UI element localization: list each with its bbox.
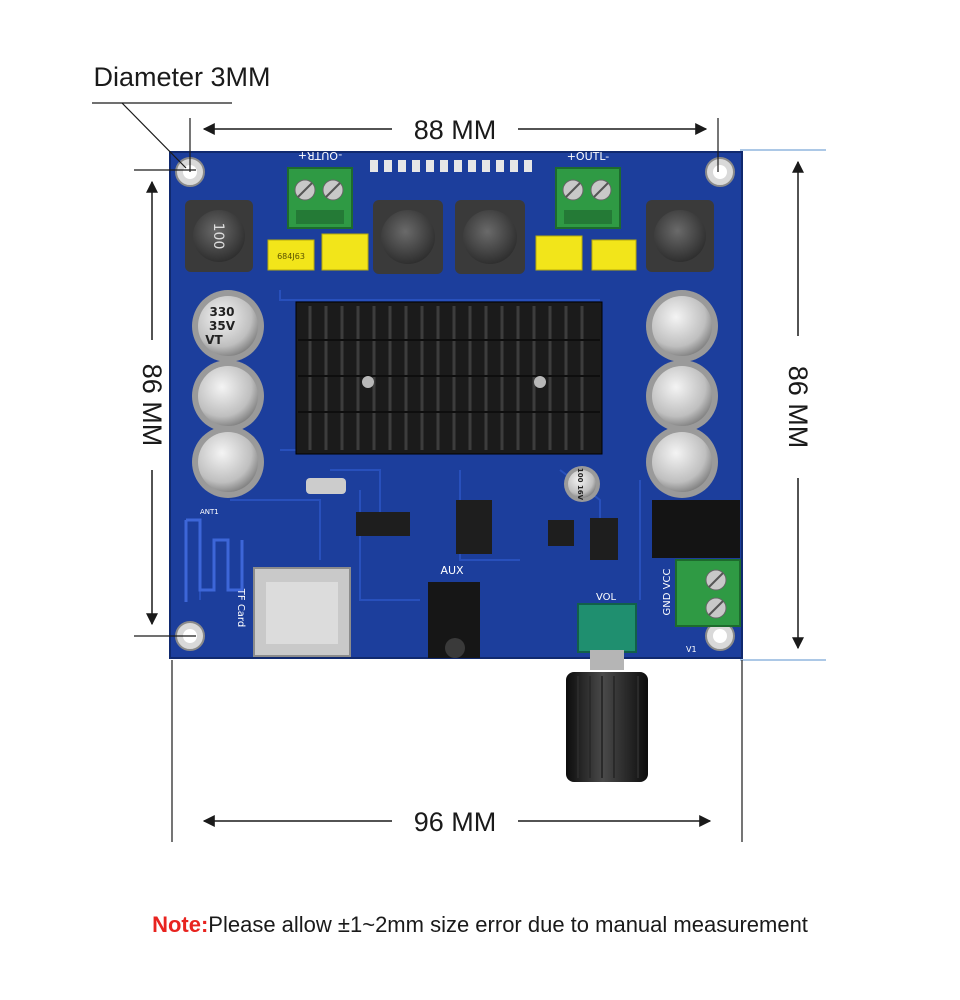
left-height-label: 86 MM [137, 364, 167, 447]
aux-jack [428, 582, 480, 658]
dc-jack [652, 500, 740, 558]
label-v1: V1 [686, 645, 697, 654]
note-label: Note: [152, 912, 209, 937]
cap-series-label: VT [205, 333, 223, 347]
tf-card-slot [253, 567, 351, 657]
cap-voltage-label: 35V [209, 319, 236, 333]
dimension-annotations: Diameter 3MM 88 MM 86 MM 86 MM 96 MM [92, 62, 826, 842]
label-power: GND VCC [662, 569, 673, 616]
inductor-label: 100 [210, 223, 226, 250]
right-height-label: 86 MM [783, 366, 813, 449]
label-out-left: +OUTL- [567, 150, 610, 163]
label-tf-card: TF Card [235, 588, 246, 627]
electrolytic-capacitors [192, 290, 718, 502]
label-vol: VOL [596, 592, 617, 603]
antenna-trace [184, 518, 244, 602]
film-cap-label: 684J63 [277, 252, 305, 261]
terminal-out-right [287, 167, 353, 229]
small-cap-label: 100 16V [576, 468, 584, 501]
hole-leader-diagonal [121, 102, 187, 169]
film-capacitors [267, 233, 637, 271]
smd-row-top [370, 160, 532, 172]
hole-diameter-label: Diameter 3MM [93, 62, 270, 92]
inductors [185, 200, 714, 274]
label-ant: ANT1 [200, 508, 219, 516]
volume-potentiometer [566, 603, 648, 782]
pcb-board: -OUTR+ +OUTL- 100 [169, 149, 743, 782]
note-text: Please allow ±1~2mm size error due to ma… [208, 912, 808, 937]
top-width-label: 88 MM [414, 115, 497, 145]
label-aux: AUX [440, 564, 464, 577]
heatsink [295, 301, 603, 455]
bottom-width-label: 96 MM [414, 807, 497, 837]
terminal-out-left [555, 167, 621, 229]
measurement-note: Note:Please allow ±1~2mm size error due … [0, 912, 960, 938]
terminal-power [675, 559, 741, 627]
cap-value-label: 330 [209, 305, 234, 319]
label-out-right: -OUTR+ [298, 149, 343, 162]
integrated-circuits [306, 478, 618, 560]
